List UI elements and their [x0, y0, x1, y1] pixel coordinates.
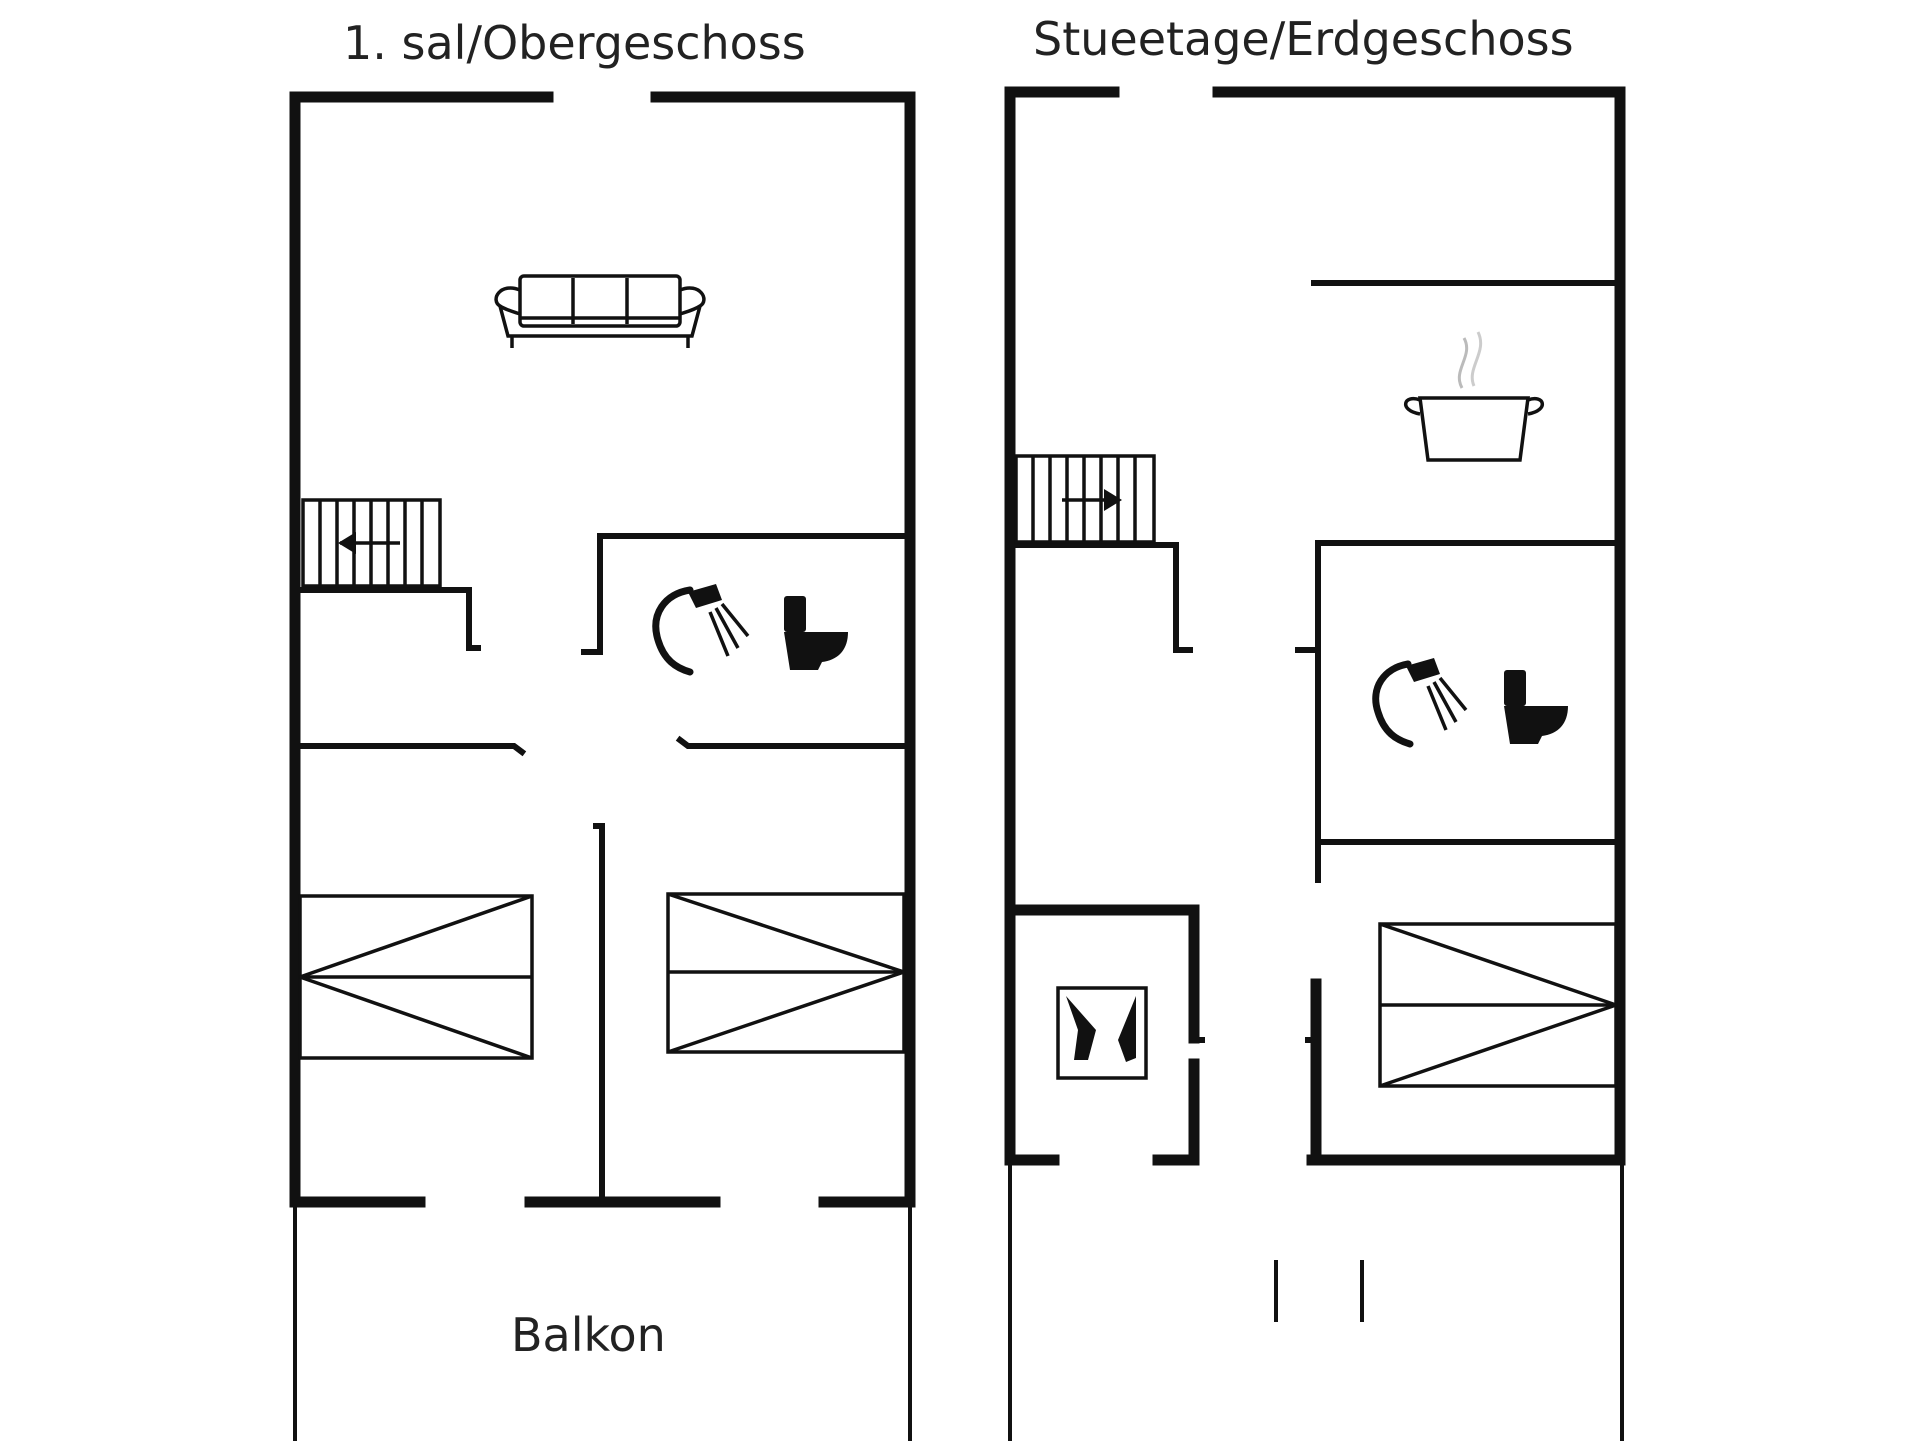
upper-interior-walls [297, 533, 909, 1205]
balcony-label: Balkon [511, 1308, 666, 1362]
cooking-pot-icon [1404, 331, 1544, 462]
bed-icon [1378, 922, 1618, 1088]
bed-icon [666, 892, 906, 1054]
stairs-icon [1014, 454, 1156, 544]
upper-floor-title: 1. sal/Obergeschoss [343, 16, 806, 70]
shower-icon [1372, 658, 1468, 748]
ground-terrace-outline [1008, 1158, 1624, 1441]
ground-floor-title: Stueetage/Erdgeschoss [1033, 12, 1574, 66]
ground-floor-plan [1004, 86, 1626, 1441]
ground-interior-walls [1008, 280, 1619, 1166]
sofa-icon [494, 274, 706, 348]
upper-balcony-outline [293, 1200, 912, 1441]
bed-icon [298, 894, 534, 1060]
upper-floor-plan [289, 91, 916, 1441]
stairs-icon [301, 498, 442, 588]
toilet-icon [784, 596, 848, 670]
washing-machine-icon [1056, 986, 1148, 1080]
toilet-icon [1504, 670, 1568, 744]
upper-outer-walls [289, 91, 916, 1208]
shower-icon [652, 584, 750, 676]
ground-outer-walls [1004, 86, 1626, 1166]
